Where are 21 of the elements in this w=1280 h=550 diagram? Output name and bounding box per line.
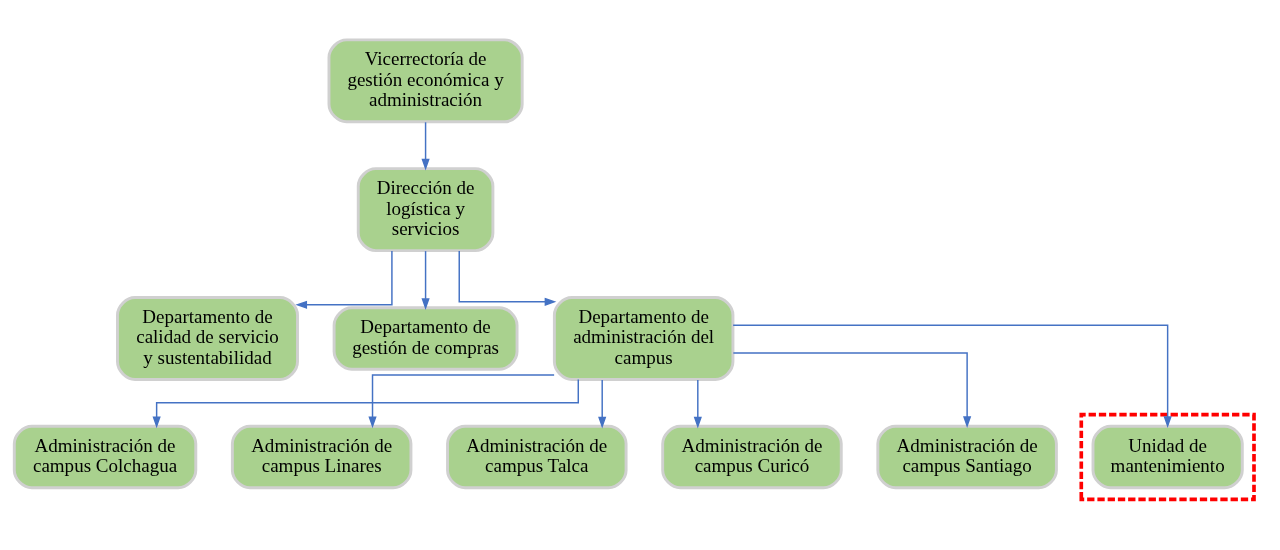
arrow [295,249,393,309]
arrow [693,378,702,428]
node-box: Departamento de calidad de servicio y sustentabilidad [116,295,299,381]
arrow [368,373,555,428]
node-box: Dirección de logística y servicios [356,166,495,252]
node-box: Administración de campus Curicó [661,424,843,489]
arrow [598,378,607,428]
node-box: Departamento de gestión de compras [332,305,519,371]
node-box: Administración de campus Linares [230,424,413,489]
node-box: Administración de campus Colchagua [12,424,198,489]
arrow [421,121,430,170]
arrow [732,324,1172,428]
node-box: Administración de campus Santiago [876,424,1058,489]
arrow [421,249,430,310]
node-box: Unidad de mantenimiento [1091,424,1244,489]
arrow [732,351,972,428]
node-box: Vicerrectoría de gestión económica y administración [327,37,524,123]
node-box: Departamento de administración del campus [552,295,735,381]
node-box: Administración de campus Talca [446,424,628,489]
arrow [458,249,557,306]
arrow [152,378,579,428]
